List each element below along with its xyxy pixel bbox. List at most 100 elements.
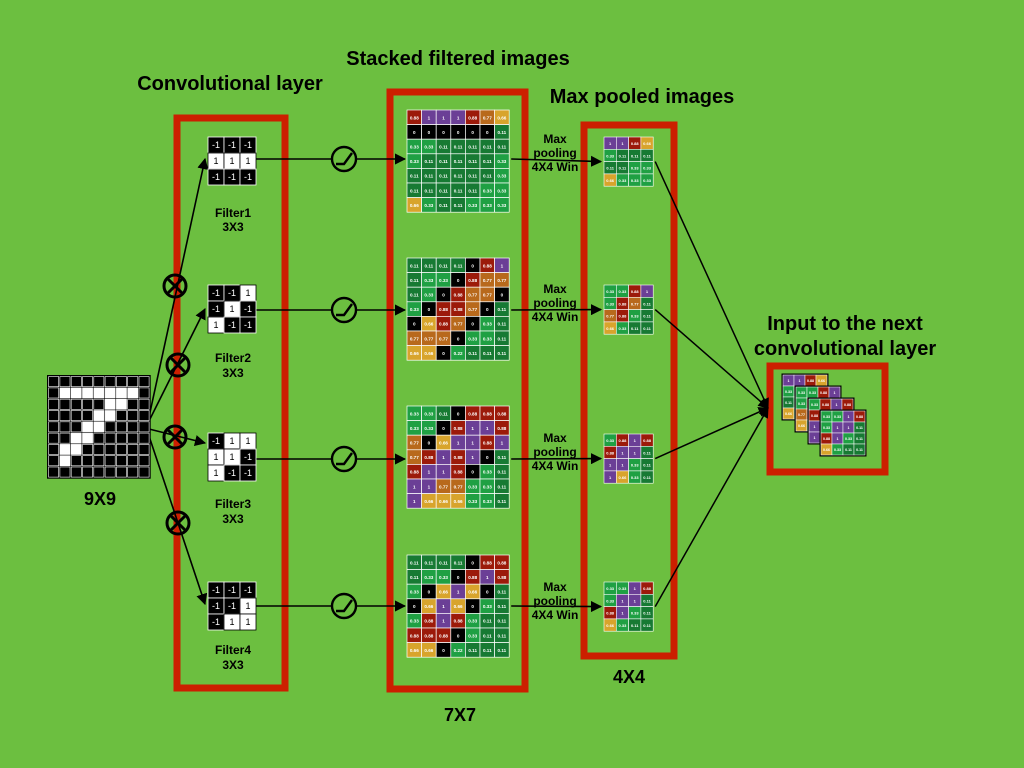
feature-map-value: 1	[501, 441, 504, 446]
feature-map-value: 0.88	[468, 575, 477, 580]
feature-map-value: 0.11	[498, 484, 507, 489]
feature-map-value: 0.88	[410, 633, 419, 638]
input-pixel	[82, 432, 93, 444]
feature-map-value: 0.33	[483, 499, 492, 504]
input-pixel	[104, 421, 116, 433]
feature-map-value: 0.11	[498, 351, 507, 356]
feature-map-value: 0.11	[468, 174, 477, 179]
input-pixel	[104, 387, 116, 399]
feature-map-value: 0	[442, 426, 445, 431]
feature-map-value: 0.77	[497, 278, 506, 283]
feature-map-value: 0.66	[497, 115, 506, 120]
stacked-value: 1	[848, 415, 850, 419]
feature-map-value: 0.88	[424, 619, 433, 624]
feature-map-value: 0.33	[497, 203, 506, 208]
stacked-value: 1	[788, 379, 790, 383]
input-pixel	[70, 455, 82, 467]
feature-map-value: 0.66	[410, 203, 419, 208]
pooled-value: 0.88	[643, 438, 652, 443]
feature-map-value: 0.11	[498, 455, 507, 460]
stacked-value: 0.66	[798, 424, 805, 428]
feature-map-value: 0.66	[439, 499, 448, 504]
operator-cross	[169, 514, 187, 532]
feature-map-value: 0.88	[410, 470, 419, 475]
pooled-value: 0.66	[606, 178, 615, 183]
feature-map-value: 0.11	[468, 145, 477, 150]
feature-map-value: 0.88	[497, 575, 506, 580]
filter-cell-value: 1	[245, 288, 250, 298]
stacked-value: 0.66	[785, 412, 792, 416]
feature-map-value: 0.11	[439, 174, 448, 179]
filter-cell-value: -1	[212, 617, 220, 627]
relu-icon	[330, 145, 358, 173]
feature-map-value: 0	[486, 307, 489, 312]
pooled-value: 1	[621, 611, 624, 616]
stacked-value: 0.88	[820, 391, 827, 395]
feature-map-value: 0.66	[424, 322, 433, 327]
feature-map-value: 0.33	[424, 293, 433, 298]
feature-map-value: 0.11	[468, 159, 477, 164]
feature-map-value: 0.11	[498, 604, 507, 609]
feature-map-value: 0.11	[454, 560, 463, 565]
relu-circle	[330, 445, 358, 473]
filter-cell-value: -1	[228, 585, 236, 595]
feature-map-value: 1	[428, 484, 431, 489]
stacked-value: 1	[848, 426, 850, 430]
input-pixel	[138, 455, 150, 467]
feature-map-value: 0.88	[497, 560, 506, 565]
feature-map-value: 0.11	[483, 159, 492, 164]
stacked-size-label: 7X7	[443, 705, 477, 725]
input-pixel	[116, 444, 127, 455]
feature-map-value: 0.11	[483, 648, 492, 653]
input-pixel	[104, 432, 116, 444]
feature-map-value: 0.11	[498, 619, 507, 624]
feature-map-value: 0.33	[468, 336, 477, 341]
pooled-value: 1	[621, 141, 624, 146]
input-pixel	[138, 466, 150, 478]
feature-map-value: 0	[457, 336, 460, 341]
feature-map-value: 0.11	[468, 351, 477, 356]
feature-map-value: 0.11	[483, 145, 492, 150]
input-pixel	[104, 466, 116, 478]
feature-map-value: 0	[471, 604, 474, 609]
feature-map-value: 0.33	[439, 575, 448, 580]
pooled-value: 0.77	[631, 301, 640, 306]
pooled-value: 0.88	[643, 586, 652, 591]
filter-cell-value: 1	[229, 617, 234, 627]
filter-cell-value: 1	[229, 436, 234, 446]
input-pixel	[127, 421, 139, 433]
feature-map-value: 0	[428, 441, 431, 446]
feature-map-value: 0.33	[468, 619, 477, 624]
feature-map-value: 1	[442, 470, 445, 475]
feature-map-value: 0.33	[424, 145, 433, 150]
stacked-value: 1	[814, 425, 816, 429]
feature-map-value: 0.88	[454, 619, 463, 624]
pooled-value: 0.33	[619, 289, 628, 294]
operator-circle	[162, 424, 188, 450]
relu-circle	[330, 145, 358, 173]
feature-map-value: 0.11	[498, 336, 507, 341]
feature-map-value: 1	[442, 604, 445, 609]
feature-map-value: 0.33	[483, 188, 492, 193]
feature-map-value: 0	[413, 130, 416, 135]
feature-map-value: 0.77	[468, 293, 477, 298]
relu-icon	[330, 592, 358, 620]
feature-map-value: 0.11	[410, 575, 419, 580]
pooled-value: 0.33	[631, 178, 640, 183]
feature-map-value: 0.66	[468, 590, 477, 595]
stacked-value: 0.88	[856, 415, 863, 419]
input-pixel	[82, 444, 93, 455]
pooled-value: 0.66	[643, 141, 652, 146]
feature-map-value: 0.33	[439, 278, 448, 283]
pooled-value: 1	[634, 438, 637, 443]
feature-map-value: 0.11	[439, 188, 448, 193]
stacked-value: 0.33	[823, 426, 830, 430]
pooled-value: 0.11	[606, 166, 614, 171]
input-pixel	[127, 376, 139, 388]
pooled-value: 0.11	[643, 314, 651, 319]
pool-to-next-arrow	[654, 407, 769, 607]
max-pooled-title: Max pooled images	[549, 86, 735, 108]
filter-cell-value: -1	[244, 585, 252, 595]
input-pixel	[59, 444, 71, 455]
input-pixel	[59, 398, 71, 410]
